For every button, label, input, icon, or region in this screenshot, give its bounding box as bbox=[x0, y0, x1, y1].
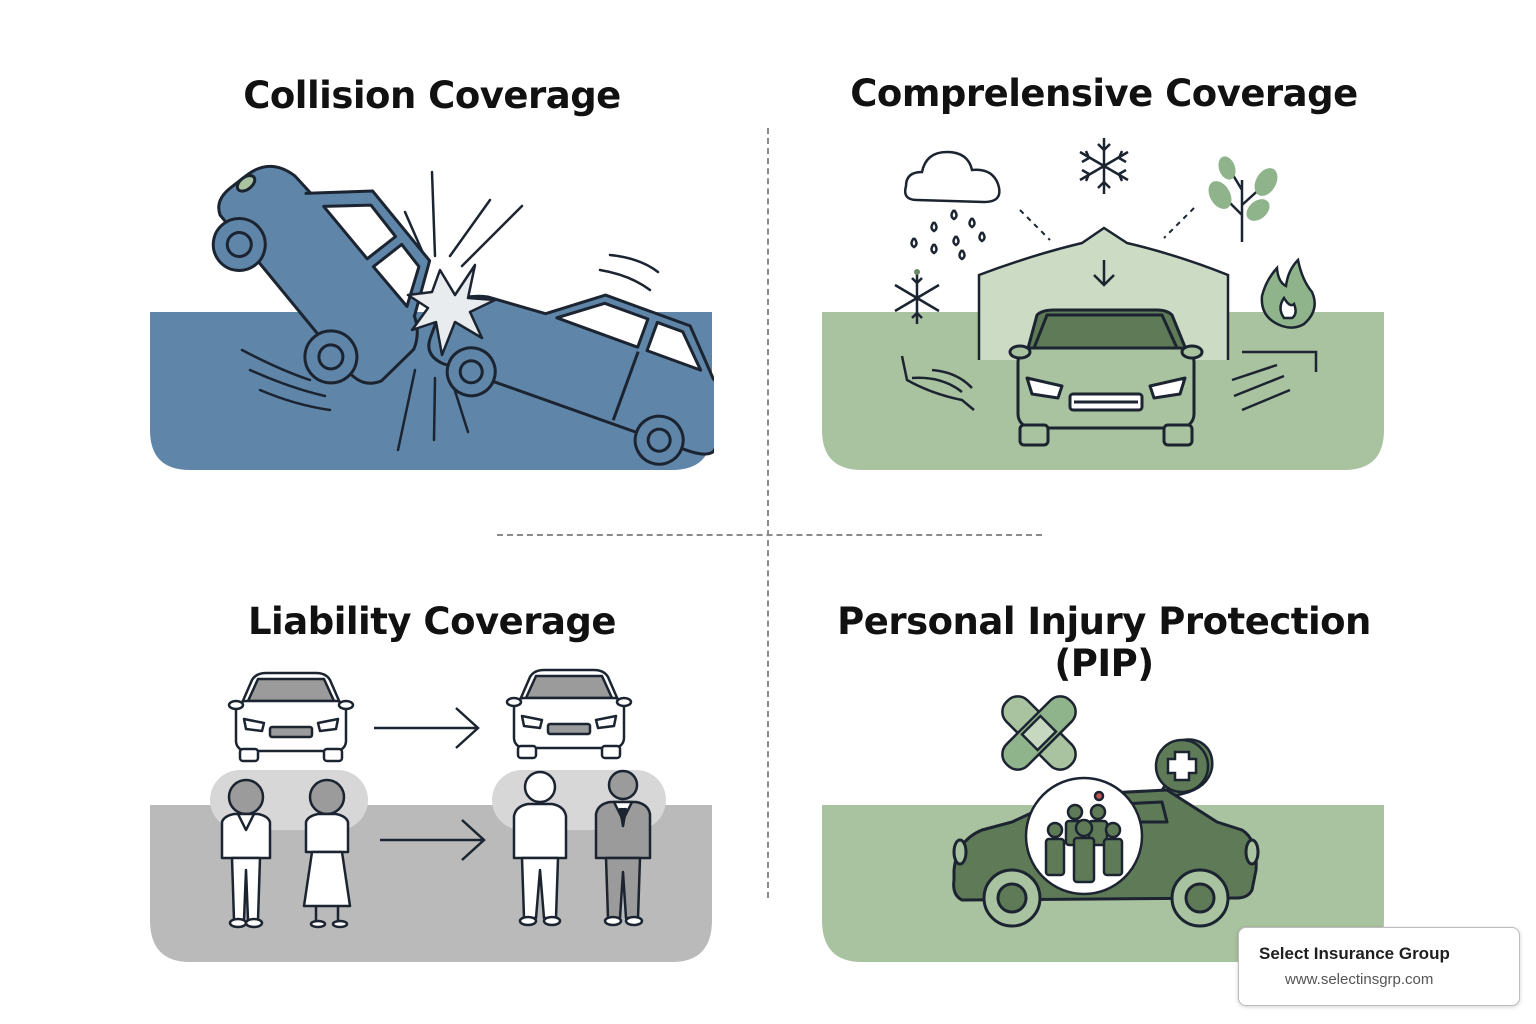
hand-icon bbox=[900, 355, 975, 411]
arrow-right-icon bbox=[374, 707, 480, 749]
person-icon bbox=[220, 778, 272, 929]
car-icon bbox=[1008, 308, 1204, 447]
vertical-divider bbox=[767, 128, 769, 898]
medical-cross-icon bbox=[1153, 738, 1214, 802]
fire-icon bbox=[1260, 257, 1316, 329]
car-icon bbox=[505, 668, 633, 760]
family-icon bbox=[1024, 776, 1144, 896]
impact-burst-icon bbox=[406, 263, 497, 357]
car-icon bbox=[227, 671, 355, 763]
company-card: Select Insurance Group www.selectinsgrp.… bbox=[1238, 927, 1520, 1006]
collision-illustration bbox=[150, 164, 714, 470]
collision-title: Collision Coverage bbox=[243, 74, 621, 117]
comprehensive-title: Comprelensive Coverage bbox=[850, 72, 1358, 115]
person-icon bbox=[594, 769, 652, 927]
comprehensive-illustration bbox=[822, 138, 1384, 470]
liability-ground bbox=[150, 805, 712, 962]
company-url[interactable]: www.selectinsgrp.com bbox=[1285, 971, 1434, 988]
pip-panel: Personal Injury Protection (PIP) bbox=[822, 590, 1386, 970]
overturned-car-icon bbox=[211, 164, 432, 385]
collision-panel: Collision Coverage bbox=[150, 60, 714, 480]
comprehensive-panel: Comprelensive Coverage bbox=[822, 60, 1386, 480]
person-icon bbox=[302, 778, 352, 929]
pip-title-line1: Personal Injury Protection bbox=[837, 600, 1371, 643]
snowflake-icon bbox=[894, 269, 940, 324]
rain-cloud-icon bbox=[903, 150, 1001, 261]
bandage-icon bbox=[1001, 695, 1077, 771]
liability-illustration bbox=[150, 668, 712, 962]
liability-panel: Liability Coverage bbox=[150, 590, 714, 970]
arrow-right-icon bbox=[380, 819, 486, 861]
snowflake-icon bbox=[1079, 138, 1129, 194]
crashed-car-icon bbox=[427, 293, 714, 466]
person-icon bbox=[512, 770, 568, 927]
pip-title-line2: (PIP) bbox=[1054, 642, 1154, 685]
tree-icon bbox=[1208, 156, 1278, 242]
horizontal-divider bbox=[497, 534, 1042, 536]
liability-title: Liability Coverage bbox=[247, 600, 617, 643]
company-name: Select Insurance Group bbox=[1259, 944, 1450, 963]
pip-illustration bbox=[822, 695, 1384, 962]
